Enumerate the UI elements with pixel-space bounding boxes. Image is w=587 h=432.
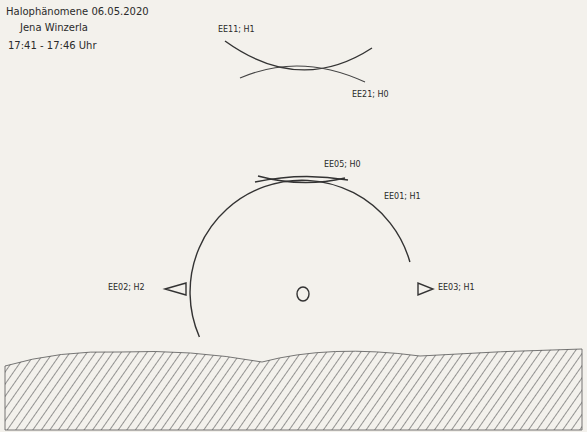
time-note: 17:41 - 17:46 Uhr [8, 40, 97, 51]
upper-arc [240, 66, 365, 82]
sketch-title: Halophänomene 06.05.2020 [6, 6, 149, 17]
sun-symbol [297, 287, 309, 301]
ground-hatching [5, 349, 582, 430]
tangent-arc [255, 176, 348, 182]
halo-label: EE21; H0 [352, 91, 389, 100]
parhelion-symbol [165, 283, 186, 295]
halo-label: EE03; H1 [438, 284, 475, 293]
halo-label: EE01; H1 [384, 193, 421, 202]
halo-label: EE02; H2 [108, 284, 145, 293]
tangent-arc [258, 176, 345, 183]
halo-label: EE05; H0 [324, 161, 361, 170]
parhelion-symbol [418, 283, 433, 295]
halo-arc [190, 180, 410, 337]
halo-label: EE11; H1 [218, 26, 255, 35]
location-note: Jena Winzerla [20, 22, 88, 33]
